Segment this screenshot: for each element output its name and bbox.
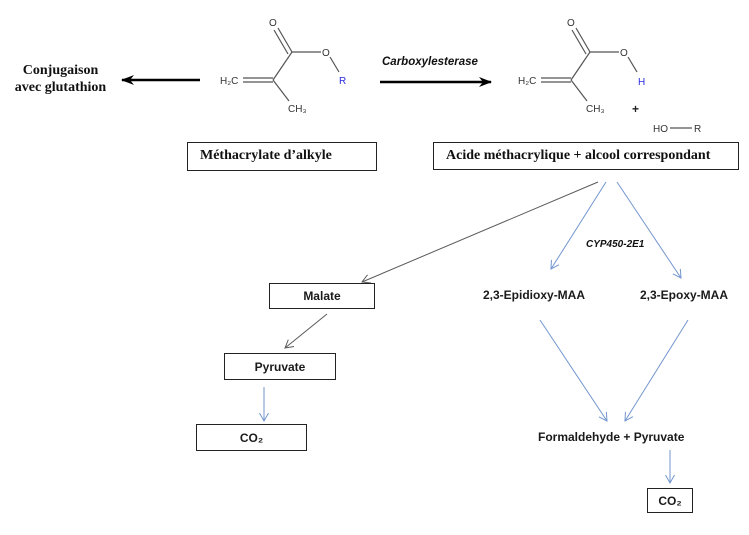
epoxy-label: 2,3-Epoxy-MAA [640, 288, 729, 302]
bond-c-c [570, 51, 591, 81]
atom-ho: HO [653, 124, 668, 135]
bond-c-o-double-1 [575, 27, 591, 53]
arrow-epidioxy-to-formaldehyde [539, 319, 607, 421]
arrow-to-epidioxy [551, 181, 607, 269]
atom-methyl: CH₃ [288, 104, 307, 115]
plus-sign: + [632, 102, 639, 116]
atom-r: R [694, 124, 701, 135]
atom-ester-oxygen: O [322, 48, 330, 59]
formaldehyde-pyruvate-label: Formaldehyde + Pyruvate [538, 430, 685, 444]
bond-o-r [329, 56, 340, 73]
arrow-malate-to-pyruvate [285, 313, 328, 348]
bond-c-c [272, 51, 293, 81]
acid-bonds [541, 27, 638, 102]
co2-box-right: CO₂ [647, 488, 693, 513]
products-box: Acide méthacrylique + alcool corresponda… [433, 142, 739, 170]
atom-substituent-r: R [339, 76, 346, 87]
atom-methylene: H₂C [518, 76, 536, 87]
atom-hydrogen: H [638, 77, 645, 88]
malate-label: Malate [303, 289, 341, 303]
atom-methyl: CH₃ [586, 104, 605, 115]
bond-c-methyl [570, 79, 588, 102]
atom-hydroxyl-oxygen: O [620, 48, 628, 59]
co2-box-left: CO₂ [196, 424, 307, 451]
reactant-structure: O O R H₂C CH₃ [220, 18, 346, 115]
atom-carbonyl-oxygen: O [567, 18, 575, 29]
bond-c-o-double-2 [571, 29, 587, 55]
products-label: Acide méthacrylique + alcool corresponda… [446, 148, 711, 163]
bond-o-h [627, 56, 638, 73]
reactant-label: Méthacrylate d’alkyle [200, 148, 332, 163]
epidioxy-label: 2,3-Epidioxy-MAA [483, 288, 586, 302]
arrow-to-epoxy [616, 181, 681, 278]
pyruvate-label: Pyruvate [254, 359, 306, 374]
alcohol-structure: HO R [653, 124, 701, 135]
bond-c-o-double-2 [273, 29, 289, 55]
hydrolysis-enzyme-label: Carboxylesterase [382, 56, 478, 68]
bond-c-methyl [272, 79, 290, 102]
reactant-box: Méthacrylate d’alkyle [187, 142, 377, 171]
co2-label-right: CO₂ [658, 493, 682, 508]
atom-carbonyl-oxygen: O [269, 18, 277, 29]
arrow-epoxy-to-formaldehyde [625, 319, 689, 421]
co2-label-left: CO₂ [239, 430, 264, 445]
acid-structure: O O H H₂C CH₃ [518, 18, 645, 115]
pyruvate-box: Pyruvate [224, 353, 336, 380]
malate-box: Malate [269, 283, 375, 309]
atom-methylene: H₂C [220, 76, 238, 87]
conjugation-label: Conjugaison avec glutathion [8, 62, 113, 96]
bond-c-o-double-1 [277, 27, 293, 53]
arrow-to-malate [362, 181, 599, 282]
oxidation-enzyme-label: CYP450-2E1 [586, 239, 645, 250]
reactant-bonds [243, 27, 340, 102]
conjugation-label-line1: Conjugaison [22, 63, 99, 78]
conjugation-label-line2: avec glutathion [14, 80, 107, 95]
